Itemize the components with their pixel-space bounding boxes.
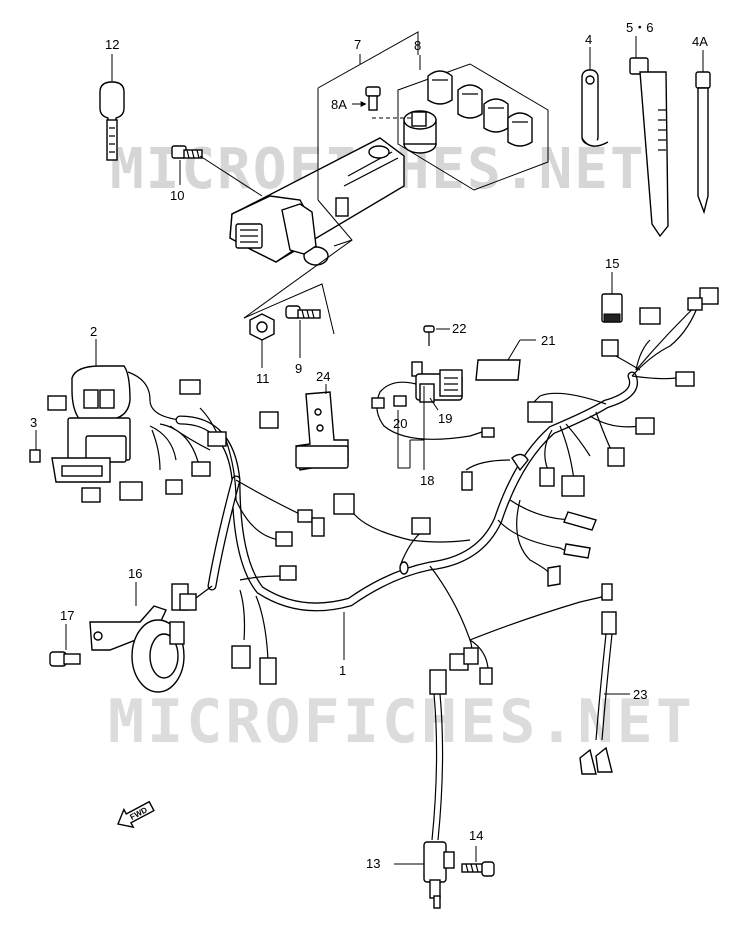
callout-7: 7 bbox=[354, 37, 361, 52]
harness-connectors bbox=[81, 287, 719, 685]
callout-5-6: 5・6 bbox=[626, 20, 653, 35]
relay-assembly-part-18 bbox=[371, 361, 495, 440]
callout-3: 3 bbox=[30, 415, 37, 430]
watermark-bottom: MICROFICHES.NET bbox=[108, 687, 695, 757]
screw-part-8A bbox=[365, 86, 381, 111]
lock-set-part-8 bbox=[403, 70, 533, 154]
callout-21: 21 bbox=[541, 333, 555, 348]
ignition-switch-assembly bbox=[229, 137, 405, 266]
callout-20: 20 bbox=[393, 416, 407, 431]
callout-2: 2 bbox=[90, 324, 97, 339]
screw-part-9 bbox=[285, 305, 321, 319]
clamp-part-4A bbox=[695, 71, 711, 215]
screw-part-14 bbox=[461, 861, 495, 877]
key-part-12 bbox=[99, 81, 125, 161]
callout-12: 12 bbox=[105, 37, 119, 52]
callout-11: 11 bbox=[256, 371, 270, 386]
callout-13: 13 bbox=[366, 856, 380, 871]
pad-part-21 bbox=[475, 359, 521, 381]
callout-10: 10 bbox=[170, 188, 184, 203]
callout-16: 16 bbox=[128, 566, 142, 581]
callout-8A: 8A bbox=[331, 97, 347, 112]
callout-23: 23 bbox=[633, 687, 647, 702]
callout-14: 14 bbox=[469, 828, 483, 843]
bracket-part-24 bbox=[295, 391, 349, 471]
callout-17: 17 bbox=[60, 608, 74, 623]
callout-8: 8 bbox=[414, 38, 421, 53]
callout-4A: 4A bbox=[692, 34, 708, 49]
bolt-part-17 bbox=[49, 651, 81, 667]
nut-part-11 bbox=[249, 313, 275, 341]
callout-9: 9 bbox=[295, 361, 302, 376]
screw-part-22 bbox=[423, 325, 435, 346]
callout-15: 15 bbox=[605, 256, 619, 271]
junction-part-2 bbox=[47, 365, 181, 483]
horn-part-16 bbox=[89, 605, 185, 693]
switch-part-13 bbox=[423, 669, 455, 909]
connector-part-3 bbox=[29, 449, 41, 463]
callout-4: 4 bbox=[585, 32, 592, 47]
callout-18: 18 bbox=[420, 473, 434, 488]
clamp-part-5-6 bbox=[629, 57, 669, 238]
callout-24: 24 bbox=[316, 369, 330, 384]
clamp-part-4 bbox=[581, 69, 609, 147]
lead-wire-part-23 bbox=[579, 611, 617, 775]
connector-part-15 bbox=[601, 293, 623, 323]
forward-direction-arrow: FWD bbox=[117, 800, 155, 829]
screw-part-10 bbox=[171, 145, 203, 159]
callout-1: 1 bbox=[339, 663, 346, 678]
callout-22: 22 bbox=[452, 321, 466, 336]
callout-19: 19 bbox=[438, 411, 452, 426]
